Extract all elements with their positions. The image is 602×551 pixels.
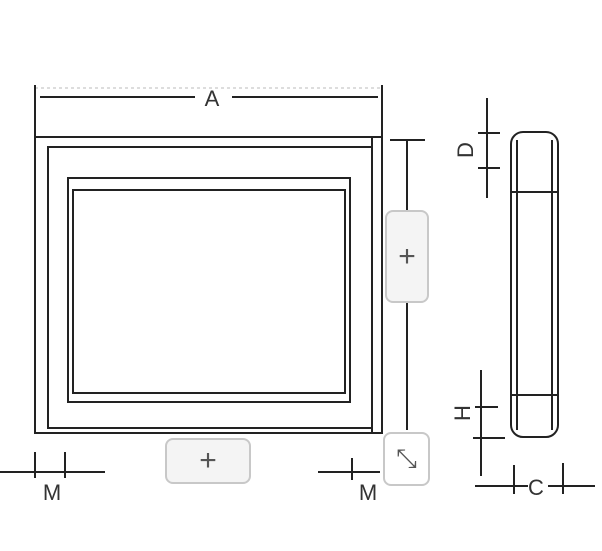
label-a: A <box>205 86 220 111</box>
dimension-d: D <box>453 98 500 198</box>
label-m-right: M <box>359 480 377 505</box>
resize-icon[interactable]: ⤡ <box>383 432 430 486</box>
label-d: D <box>453 142 478 158</box>
dimension-m: M M <box>0 452 380 505</box>
side-view <box>510 131 559 438</box>
label-h: H <box>450 405 475 421</box>
add-bottom-button[interactable]: + <box>165 438 251 484</box>
dimension-a: A <box>34 85 383 137</box>
dimension-c: C <box>475 463 595 500</box>
label-c: C <box>528 475 544 500</box>
label-m-left: M <box>43 480 61 505</box>
front-view <box>34 136 383 434</box>
dimension-h: H <box>450 370 505 476</box>
add-right-button[interactable]: + <box>385 210 429 303</box>
